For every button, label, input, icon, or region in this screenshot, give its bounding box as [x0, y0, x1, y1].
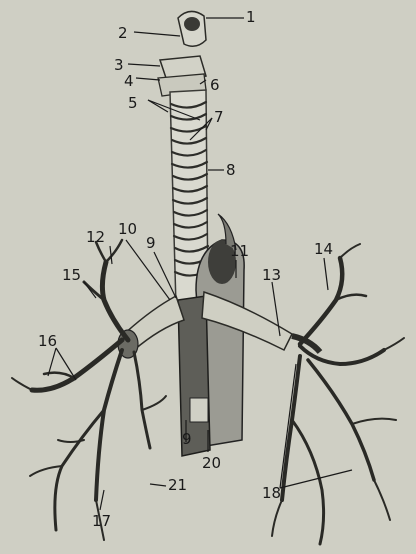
label-4: 4 — [124, 72, 134, 90]
label-12: 12 — [86, 228, 105, 246]
label-20: 20 — [202, 454, 221, 472]
label-6: 6 — [210, 76, 220, 94]
label-21: 21 — [168, 476, 187, 494]
label-2: 2 — [118, 24, 128, 42]
label-1: 1 — [246, 8, 256, 26]
label-5: 5 — [128, 94, 138, 112]
label-7: 7 — [214, 108, 224, 126]
label-14: 14 — [314, 240, 333, 258]
label-18: 18 — [262, 484, 281, 502]
label-3: 3 — [114, 56, 124, 74]
right-bronchial-tree — [12, 240, 166, 540]
label-8: 8 — [226, 161, 236, 179]
label-9-upper: 9 — [146, 234, 156, 252]
label-9-lower: 9 — [182, 430, 192, 448]
label-17: 17 — [92, 512, 111, 530]
label-13: 13 — [262, 266, 281, 284]
label-10: 10 — [118, 220, 137, 238]
label-16: 16 — [38, 332, 57, 350]
label-11: 11 — [230, 242, 249, 260]
label-15: 15 — [62, 266, 81, 284]
larynx — [158, 11, 206, 96]
